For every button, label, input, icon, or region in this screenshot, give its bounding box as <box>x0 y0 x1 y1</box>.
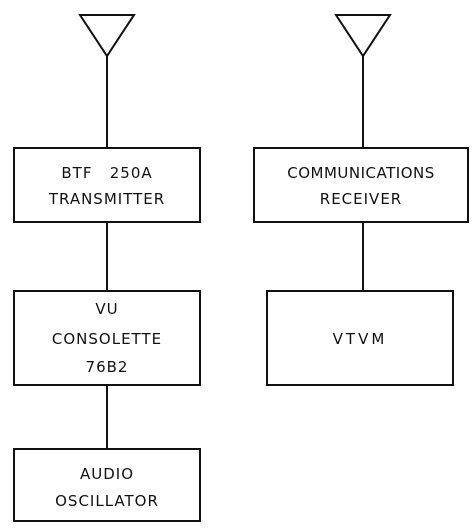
transmitter-block: BTF 250A TRANSMITTER <box>13 147 201 223</box>
consolette-label-line3: 76B2 <box>86 358 129 376</box>
vtvm-label: VTVM <box>333 330 388 348</box>
receiver-label-line1: COMMUNICATIONS <box>287 164 435 182</box>
transmitter-label-line1: BTF 250A <box>61 164 152 182</box>
oscillator-block: AUDIO OSCILLATOR <box>13 448 201 522</box>
transmitter-antenna-icon <box>78 14 136 58</box>
consolette-box <box>13 290 201 386</box>
left-chain: BTF 250A TRANSMITTER VU CONSOLETTE 76B2 … <box>13 14 201 522</box>
receiver-antenna-icon <box>334 14 392 58</box>
oscillator-box <box>13 448 201 522</box>
vtvm-block: VTVM <box>266 290 454 386</box>
oscillator-label-line1: AUDIO <box>80 465 134 483</box>
consolette-label-line2: CONSOLETTE <box>52 330 162 348</box>
vtvm-box <box>266 290 454 386</box>
right-chain: COMMUNICATIONS RECEIVER VTVM <box>253 14 469 386</box>
receiver-label-line2: RECEIVER <box>320 190 402 208</box>
transmitter-box <box>13 147 201 223</box>
receiver-box <box>253 147 469 223</box>
consolette-block: VU CONSOLETTE 76B2 <box>13 290 201 386</box>
oscillator-label-line2: OSCILLATOR <box>55 492 159 510</box>
transmitter-label-line2: TRANSMITTER <box>48 190 165 208</box>
consolette-label-line1: VU <box>95 300 118 318</box>
receiver-block: COMMUNICATIONS RECEIVER <box>253 147 469 223</box>
